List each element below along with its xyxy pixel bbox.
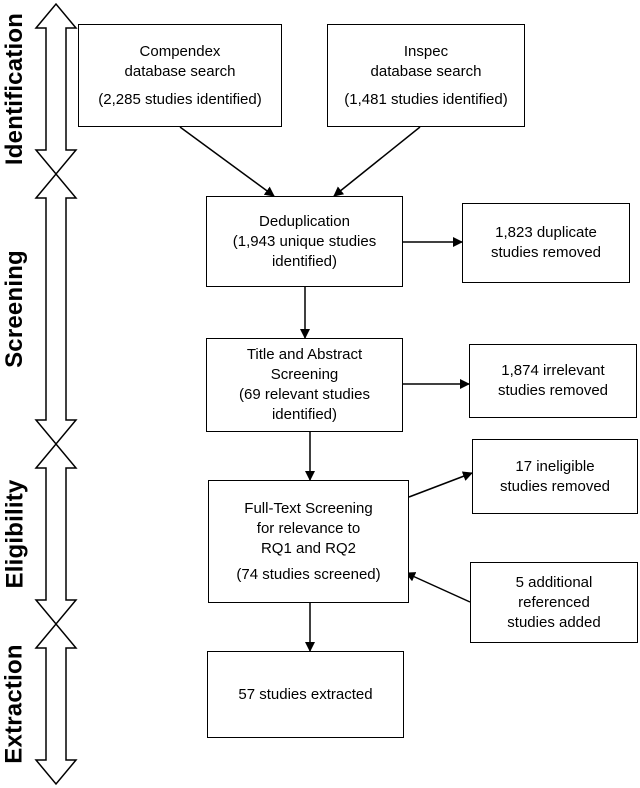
stage-bar-eligibility [34, 442, 78, 626]
box-line: (69 relevant studies [239, 386, 370, 403]
deduplication-box: Deduplication (1,943 unique studies iden… [206, 196, 403, 287]
stage-bar-extraction [34, 622, 78, 786]
box-line: 57 studies extracted [238, 685, 373, 703]
box-line: Full-Text Screening [244, 499, 373, 517]
fulltext-screening-box: Full-Text Screening for relevance to RQ1… [208, 480, 409, 603]
stage-label-screening: Screening [1, 250, 28, 368]
box-line: 5 additional [515, 573, 593, 591]
arrow-fulltext-to-ineligible [408, 471, 473, 498]
box-line: for relevance to [256, 519, 361, 537]
box-line: studies removed [490, 244, 602, 261]
box-line: studies removed [497, 382, 609, 399]
box-line: Compendex [139, 42, 221, 60]
box-line: 1,874 irrelevant [501, 362, 605, 379]
box-line: (1,943 unique studies [232, 232, 377, 250]
arrow-compendex-to-dedup [179, 126, 275, 197]
box-line: (2,285 studies identified) [98, 90, 262, 108]
box-line: 17 ineligible [515, 457, 595, 475]
box-line: Screening [270, 366, 339, 383]
box-line: Title and Abstract [246, 346, 363, 363]
irrelevant-removed-box: 1,874 irrelevant studies removed [469, 344, 637, 418]
box-line: Inspec [403, 42, 449, 60]
stage-label-eligibility: Eligibility [1, 479, 29, 589]
title-abstract-screening-box: Title and Abstract Screening (69 relevan… [206, 338, 403, 432]
arrow-inspec-to-dedup [333, 126, 421, 197]
box-line: identified) [271, 406, 338, 423]
box-line: database search [370, 62, 482, 80]
compendex-search-box: Compendex database search (2,285 studies… [78, 24, 282, 127]
box-line: studies removed [499, 477, 611, 495]
box-line: 1,823 duplicate [495, 224, 597, 241]
stage-bar-identification [34, 2, 78, 176]
additional-studies-box: 5 additional referenced studies added [470, 562, 638, 643]
box-line: Deduplication [259, 212, 350, 230]
inspec-search-box: Inspec database search (1,481 studies id… [327, 24, 525, 127]
box-line: identified) [271, 252, 338, 270]
arrow-additional-to-fulltext [405, 572, 471, 603]
box-line: (1,481 studies identified) [344, 90, 508, 108]
stage-label-identification: Identification [1, 12, 29, 166]
studies-extracted-box: 57 studies extracted [207, 651, 404, 738]
box-line: referenced [518, 593, 590, 611]
duplicates-removed-box: 1,823 duplicate studies removed [462, 203, 630, 283]
box-line: (74 studies screened) [236, 565, 381, 583]
ineligible-removed-box: 17 ineligible studies removed [472, 439, 638, 514]
stage-bar-screening [34, 172, 78, 446]
stage-label-extraction: Extraction [1, 644, 28, 764]
box-line: database search [124, 62, 236, 80]
box-line: studies added [507, 613, 601, 631]
box-line: RQ1 and RQ2 [260, 539, 357, 557]
